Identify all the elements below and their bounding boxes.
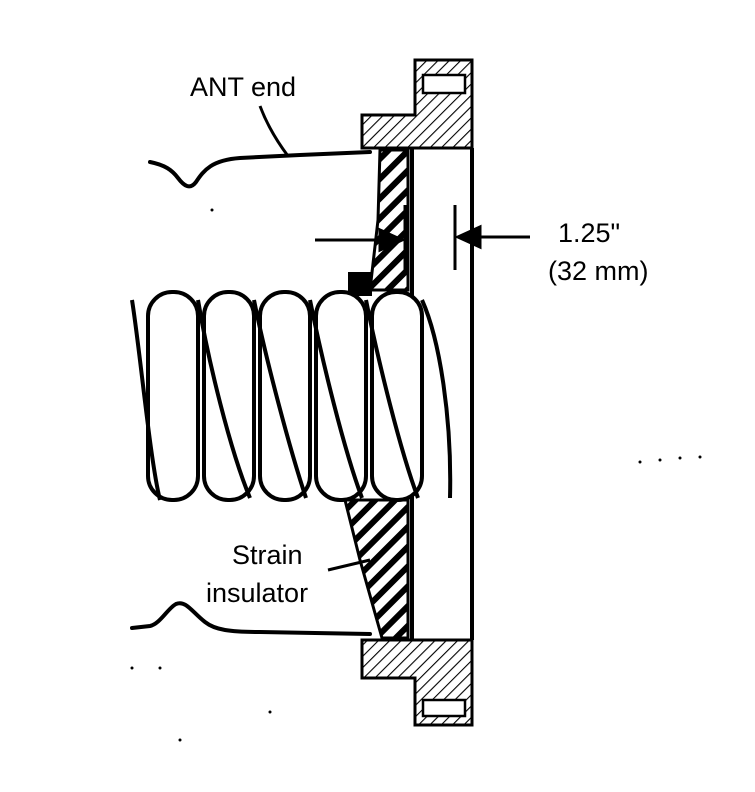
- flange-top: [360, 58, 474, 150]
- strain-insulator-top: [348, 148, 410, 296]
- antenna-tube-outline: [130, 150, 372, 636]
- flange-bottom: [360, 638, 474, 727]
- corrugated-coax: [130, 290, 453, 502]
- strain-insulator-label-line1: Strain: [232, 540, 303, 570]
- leader-lines: [258, 105, 371, 572]
- strain-insulator-label-line2: insulator: [206, 578, 309, 608]
- dimension-mm-label: (32 mm): [548, 256, 649, 286]
- stray-marks: [130, 208, 702, 742]
- strain-insulator-bottom: [343, 498, 410, 640]
- ant-end-label: ANT end: [190, 72, 297, 102]
- dimension-arrows: [315, 205, 530, 270]
- dimension-inches-label: 1.25": [558, 218, 621, 248]
